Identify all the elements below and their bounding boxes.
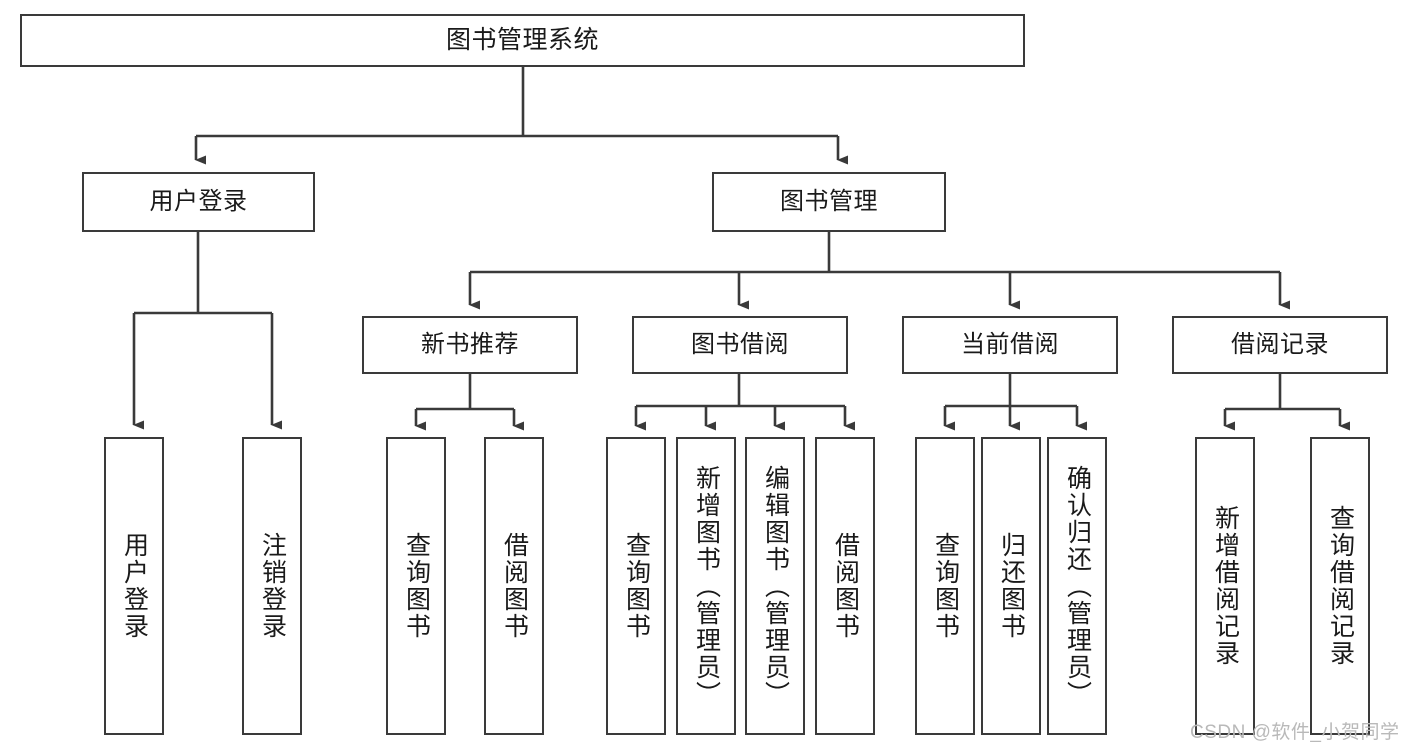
node-leaf-borrow-book-1[interactable]: 借阅图书: [484, 437, 544, 735]
node-leaf-edit-book-label: 编辑图书（管理员）: [761, 464, 790, 708]
node-new-book-rec[interactable]: 新书推荐: [362, 316, 578, 374]
node-leaf-query-book-2-label: 查询图书: [622, 532, 651, 640]
node-current-borrow[interactable]: 当前借阅: [902, 316, 1118, 374]
node-leaf-query-record-label: 查询借阅记录: [1326, 505, 1355, 667]
node-leaf-query-book-1[interactable]: 查询图书: [386, 437, 446, 735]
node-book-borrow[interactable]: 图书借阅: [632, 316, 848, 374]
node-current-borrow-label: 当前借阅: [961, 331, 1059, 359]
node-leaf-borrow-book-1-label: 借阅图书: [500, 532, 529, 640]
node-user-login[interactable]: 用户登录: [82, 172, 315, 232]
node-leaf-logout-label: 注销登录: [258, 532, 287, 640]
node-leaf-query-book-3-label: 查询图书: [931, 532, 960, 640]
node-leaf-user-login-label: 用户登录: [120, 532, 149, 640]
node-leaf-return-book-label: 归还图书: [997, 532, 1026, 640]
node-leaf-query-book-3[interactable]: 查询图书: [915, 437, 975, 735]
node-leaf-add-book-label: 新增图书（管理员）: [692, 464, 721, 708]
node-book-manage[interactable]: 图书管理: [712, 172, 946, 232]
node-book-borrow-label: 图书借阅: [691, 331, 789, 359]
node-leaf-return-book[interactable]: 归还图书: [981, 437, 1041, 735]
node-leaf-logout[interactable]: 注销登录: [242, 437, 302, 735]
node-leaf-add-book[interactable]: 新增图书（管理员）: [676, 437, 736, 735]
node-user-login-label: 用户登录: [149, 188, 248, 216]
node-leaf-query-book-2[interactable]: 查询图书: [606, 437, 666, 735]
node-leaf-confirm-return-label: 确认归还（管理员）: [1063, 464, 1092, 708]
node-leaf-edit-book[interactable]: 编辑图书（管理员）: [745, 437, 805, 735]
node-leaf-borrow-book-2[interactable]: 借阅图书: [815, 437, 875, 735]
node-borrow-record[interactable]: 借阅记录: [1172, 316, 1388, 374]
node-leaf-user-login[interactable]: 用户登录: [104, 437, 164, 735]
node-book-manage-label: 图书管理: [780, 188, 878, 216]
node-leaf-query-record[interactable]: 查询借阅记录: [1310, 437, 1370, 735]
node-leaf-add-record-label: 新增借阅记录: [1211, 505, 1240, 667]
node-root[interactable]: 图书管理系统: [20, 14, 1025, 67]
node-leaf-borrow-book-2-label: 借阅图书: [831, 532, 860, 640]
node-leaf-query-book-1-label: 查询图书: [402, 532, 431, 640]
node-borrow-record-label: 借阅记录: [1231, 331, 1329, 359]
node-leaf-add-record[interactable]: 新增借阅记录: [1195, 437, 1255, 735]
node-root-label: 图书管理系统: [445, 26, 599, 54]
node-new-book-rec-label: 新书推荐: [421, 331, 519, 359]
watermark-text: CSDN @软件_小贺同学: [1190, 722, 1400, 743]
node-leaf-confirm-return[interactable]: 确认归还（管理员）: [1047, 437, 1107, 735]
